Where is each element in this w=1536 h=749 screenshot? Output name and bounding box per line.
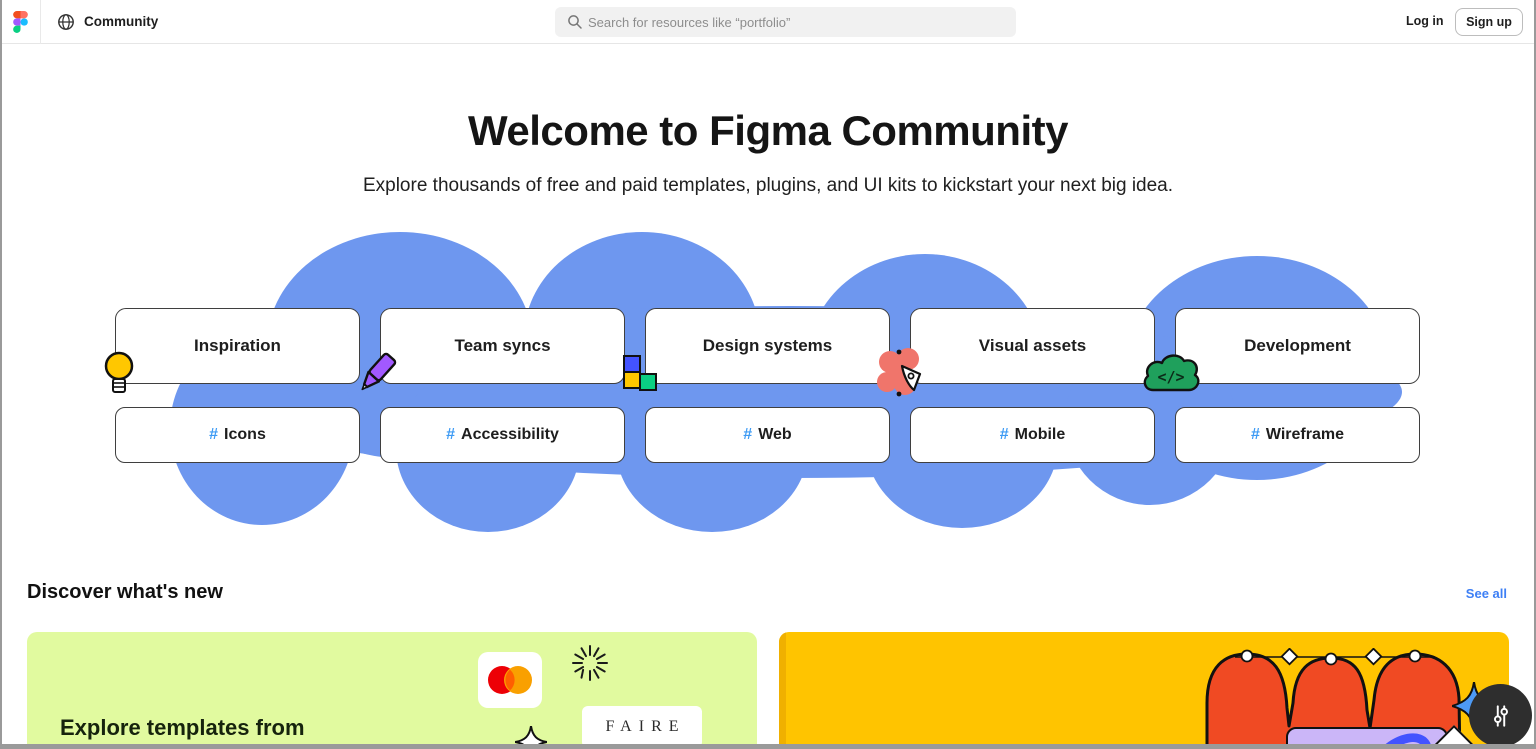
hash-symbol: # [209, 426, 219, 443]
templates-card-title: Explore templates from [60, 715, 305, 740]
promo-card[interactable] [779, 632, 1509, 749]
window-frame-right [1534, 0, 1536, 749]
cloud-code-icon: </> [1143, 354, 1200, 392]
category-button-development[interactable]: Development [1175, 308, 1420, 384]
category-button-design-systems[interactable]: Design systems [645, 308, 890, 384]
faire-logo-tile: FAIRE [582, 706, 702, 748]
tag-button-wireframe[interactable]: # Wireframe [1175, 407, 1420, 463]
search-input[interactable] [588, 7, 1008, 37]
nav-item-community[interactable]: Community [84, 14, 159, 29]
tag-button-web[interactable]: # Web [645, 407, 890, 463]
tag-button-icons[interactable]: # Icons [115, 407, 360, 463]
window-frame-left [0, 0, 2, 749]
mastercard-logo [488, 666, 532, 694]
page-title: Welcome to Figma Community [468, 107, 1068, 154]
tag-button-mobile[interactable]: # Mobile [910, 407, 1155, 463]
navbar: Community Log in Sign up [0, 0, 1536, 44]
marker-icon [361, 352, 397, 391]
lightbulb-icon [104, 351, 134, 393]
templates-card[interactable]: Explore templates from FAIRE [27, 632, 757, 749]
sliders-icon [1493, 704, 1508, 727]
tag-label: Accessibility [461, 426, 559, 443]
search-icon [568, 15, 582, 29]
mastercard-logo-tile [478, 652, 542, 708]
svg-text:</>: </> [1157, 368, 1184, 386]
faire-logo: FAIRE [605, 718, 686, 735]
category-button-team-syncs[interactable]: Team syncs [380, 308, 625, 384]
discover-heading: Discover what's new [27, 581, 223, 603]
page-subtitle: Explore thousands of free and paid templ… [362, 175, 1174, 196]
category-button-inspiration[interactable]: Inspiration [115, 308, 360, 384]
tag-label: Web [758, 426, 792, 443]
log-in-link[interactable]: Log in [1406, 14, 1444, 28]
search-bar[interactable] [555, 7, 1016, 37]
tag-label: Wireframe [1265, 426, 1344, 443]
filters-fab-button[interactable] [1469, 684, 1532, 747]
hash-symbol: # [446, 426, 456, 443]
hash-symbol: # [743, 426, 753, 443]
see-all-link[interactable]: See all [1465, 586, 1507, 601]
tag-label: Icons [224, 426, 266, 443]
hash-symbol: # [999, 426, 1009, 443]
scallop-illustration [1205, 648, 1462, 749]
sparkle-outline-icon [515, 726, 547, 749]
category-button-visual-assets[interactable]: Visual assets [910, 308, 1155, 384]
figma-logo[interactable] [13, 11, 28, 33]
pen-tool-blob-icon [877, 348, 922, 397]
window-frame-bottom [0, 744, 1536, 749]
navbar-divider [40, 0, 41, 44]
sign-up-button[interactable]: Sign up [1455, 8, 1523, 36]
hash-symbol: # [1250, 426, 1260, 443]
blue-blob-background [170, 232, 1402, 532]
blocks-icon [623, 355, 657, 391]
globe-icon [58, 14, 74, 30]
tag-button-accessibility[interactable]: # Accessibility [380, 407, 625, 463]
starburst-doodle-icon [572, 645, 608, 681]
tag-label: Mobile [1014, 426, 1066, 443]
